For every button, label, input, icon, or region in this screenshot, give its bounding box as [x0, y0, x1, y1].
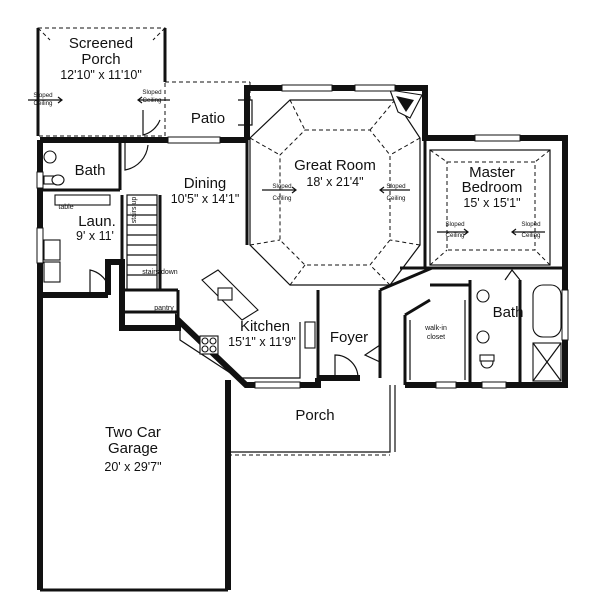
ceiling-note: Ceiling [273, 195, 292, 202]
screened-porch-name-2: Porch [81, 51, 120, 68]
master-bedroom-name-2: Bedroom [462, 179, 523, 196]
ceiling-note: Ceiling [446, 232, 465, 239]
kitchen-island [201, 269, 259, 321]
screened-porch-outline [36, 27, 167, 137]
dining-name: Dining [184, 175, 227, 192]
patio-outline [165, 81, 251, 100]
doors [89, 99, 521, 379]
foyer-name: Foyer [330, 329, 368, 346]
sloped-note: Sloped [386, 183, 406, 190]
laundry-name: Laun. [78, 213, 116, 230]
ceiling-note: Ceiling [387, 195, 406, 202]
stairs-up-note: stairs up [131, 197, 138, 224]
master-bedroom-name-1: Master [469, 164, 515, 181]
patio-name: Patio [191, 110, 225, 127]
dining-dims: 10'5" x 14'1" [171, 192, 240, 206]
table-note: table [58, 204, 73, 211]
garage-name-2: Garage [108, 440, 158, 457]
laundry-dims: 9' x 11' [76, 229, 114, 243]
bath-master-name: Bath [493, 304, 524, 321]
ceiling-note: Ceiling [34, 100, 53, 107]
sloped-note: Sloped [33, 92, 53, 99]
laundry-fixtures [43, 194, 111, 283]
kitchen-counter [179, 321, 316, 379]
slope-arrows [28, 96, 545, 236]
ceiling-note: Ceiling [143, 97, 162, 104]
great-room-ceiling [249, 99, 421, 286]
porch-name: Porch [295, 407, 334, 424]
kitchen-name: Kitchen [240, 318, 290, 335]
fireplace-icon [389, 89, 423, 119]
interior-walls [40, 138, 565, 385]
sloped-note: Sloped [142, 89, 162, 96]
master-bath-fixtures [476, 284, 562, 382]
closet-note: closet [427, 334, 445, 341]
pantry-note: pantry [154, 305, 174, 312]
garage-dims: 20' x 29'7" [104, 460, 161, 474]
screened-porch-name-1: Screened [69, 35, 133, 52]
stairs [126, 194, 158, 291]
master-bedroom-dims: 15' x 15'1" [463, 196, 520, 210]
screened-porch-dims: 12'10" x 11'10" [60, 68, 142, 82]
bath-left-name: Bath [75, 162, 106, 179]
sloped-note: Sloped [445, 221, 465, 228]
walk-in-note: walk-in [424, 325, 447, 332]
windows [36, 84, 569, 389]
closet-rods [409, 300, 466, 380]
great-room-dims: 18' x 21'4" [306, 175, 363, 189]
great-room-name: Great Room [294, 157, 376, 174]
sloped-note: Sloped [521, 221, 541, 228]
ceiling-note: Ceiling [522, 232, 541, 239]
stairs-down-note: stairs down [142, 269, 178, 276]
kitchen-dims: 15'1" x 11'9" [228, 335, 296, 349]
sloped-note: Sloped [272, 183, 292, 190]
garage-name-1: Two Car [105, 424, 161, 441]
bath-left-fixtures [43, 150, 65, 186]
front-porch-outline [228, 385, 396, 456]
master-ceiling [429, 149, 551, 266]
